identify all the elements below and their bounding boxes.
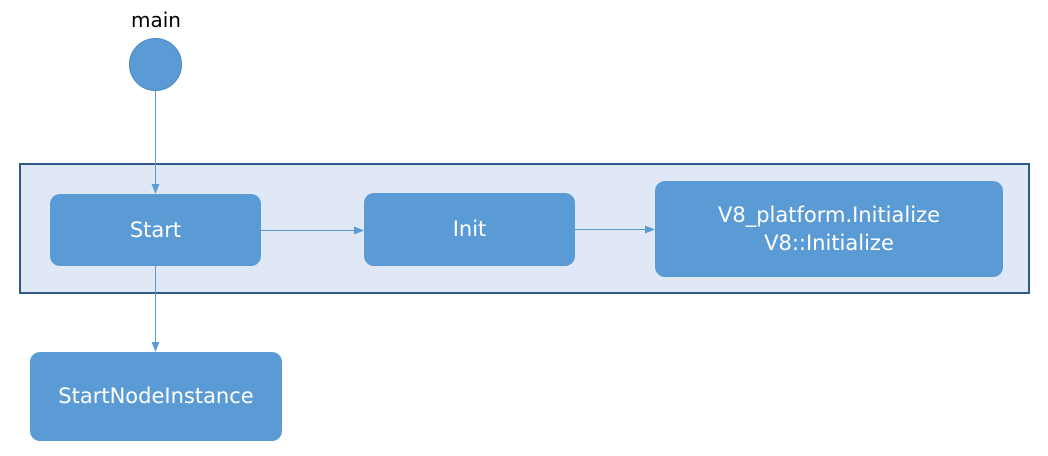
init-node-label: Init	[452, 217, 487, 242]
entry-label: main	[131, 8, 181, 32]
v8-initialize-node: V8_platform.Initialize V8::Initialize	[655, 181, 1003, 277]
start-node-instance-label: StartNodeInstance	[58, 384, 254, 409]
start-node-instance-node: StartNodeInstance	[30, 352, 282, 441]
v8-initialize-line2: V8::Initialize	[764, 231, 894, 255]
start-node: Start	[50, 194, 261, 266]
v8-initialize-line1: V8_platform.Initialize	[717, 202, 941, 227]
start-node-label: Start	[129, 217, 182, 242]
initial-node	[129, 38, 182, 91]
init-node: Init	[364, 193, 575, 266]
